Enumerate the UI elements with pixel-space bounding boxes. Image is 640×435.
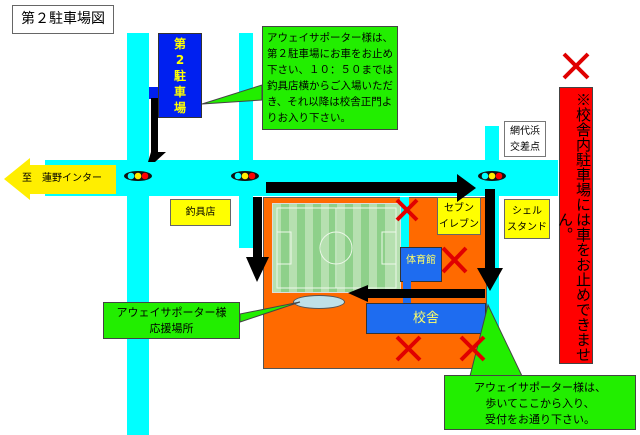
route-arrow-parking-exit: [148, 98, 166, 162]
parking-lot-char: 場: [173, 101, 186, 115]
intersection-label-line-2: 交差点: [510, 142, 540, 153]
tackle-shop-label: 釣具店: [185, 207, 216, 218]
route-arrow-east: [266, 174, 476, 202]
shell-station-label-2: スタンド: [507, 222, 547, 233]
no-parking-notice: ※校舎内駐車場には車をお止めできません。: [556, 87, 593, 364]
no-entry-x-top-right: [562, 52, 590, 80]
support-callout-tail: [239, 301, 301, 323]
walk-in-line-1: アウェイサポーター様は、: [474, 381, 606, 394]
seven-eleven: セブン イレブン: [437, 197, 481, 235]
walk-in-callout: アウェイサポーター様は、 歩いてここから入り、 受付をお通り下さい。: [444, 375, 636, 430]
parking-lot-entrance: [149, 87, 159, 99]
road-vertical-mid: [239, 33, 253, 248]
support-area-callout: アウェイサポーター様 応援場所: [103, 302, 240, 339]
seven-eleven-label-2: イレブン: [439, 219, 479, 230]
shell-station-label-1: シェル: [512, 206, 542, 217]
callout-line: 釣具店横からご入場いただ: [267, 80, 393, 92]
walk-in-line-2: 歩いてここから入り、: [485, 397, 595, 410]
support-area-line-2: 応援場所: [149, 322, 194, 335]
callout-line: 下さい、１０：５０までは: [267, 64, 393, 76]
soccer-field-markings: [276, 204, 397, 292]
shell-station: シェル スタンド: [504, 199, 550, 239]
intersection-label: 網代浜 交差点: [504, 121, 546, 157]
seven-eleven-label-1: セブン: [444, 203, 474, 214]
no-entry-x-bottom-right: [459, 335, 486, 362]
road-campus-inner-overlay: [400, 197, 409, 249]
parking-lot-char: 車: [173, 85, 186, 99]
support-area-line-1: アウェイサポーター様: [116, 306, 227, 319]
gymnasium: 体育館: [400, 247, 442, 282]
direction-arrow-shape: [4, 158, 116, 200]
traffic-light-3: [478, 171, 506, 181]
soccer-field: [272, 203, 401, 293]
support-area-ellipse: [293, 295, 345, 309]
direction-arrow-label: 至 蓮野インター: [22, 173, 102, 184]
gymnasium-label: 体育館: [406, 255, 436, 266]
no-entry-x-bottom-left: [395, 335, 422, 362]
school-building: 校舎: [366, 303, 486, 334]
traffic-light-1: [124, 171, 152, 181]
parking-lot-char: 2: [175, 53, 185, 67]
callout-line: き、それ以降は校舎正門よ: [267, 96, 393, 108]
school-building-label: 校舎: [412, 311, 439, 326]
callout-line: アウェイサポーター様は、: [267, 32, 393, 44]
route-arrow-south-west: [246, 197, 269, 282]
route-arrow-campus-west: [348, 285, 485, 302]
callout-top-tail: [201, 84, 263, 105]
walk-in-line-3: 受付をお通り下さい。: [485, 413, 595, 426]
callout-line: 第２駐車場にお車をお止め: [267, 48, 393, 60]
route-arrow-south-east: [477, 189, 503, 291]
intersection-label-line-1: 網代浜: [510, 126, 540, 137]
callout-parking-instructions: アウェイサポーター様は、 第２駐車場にお車をお止め 下さい、１０：５０までは 釣…: [262, 26, 398, 130]
tackle-shop: 釣具店: [170, 199, 231, 226]
traffic-light-2: [231, 171, 259, 181]
parking-lot-2: 第 2 駐 車 場: [158, 33, 202, 118]
parking-lot-char: 駐: [173, 69, 186, 83]
callout-line: りお入り下さい。: [267, 112, 351, 124]
no-entry-x-campus-mid: [441, 246, 468, 274]
no-entry-x-campus-top: [395, 198, 419, 222]
page-title: 第２駐車場図: [12, 5, 114, 34]
parking-lot-char: 第: [173, 37, 186, 51]
